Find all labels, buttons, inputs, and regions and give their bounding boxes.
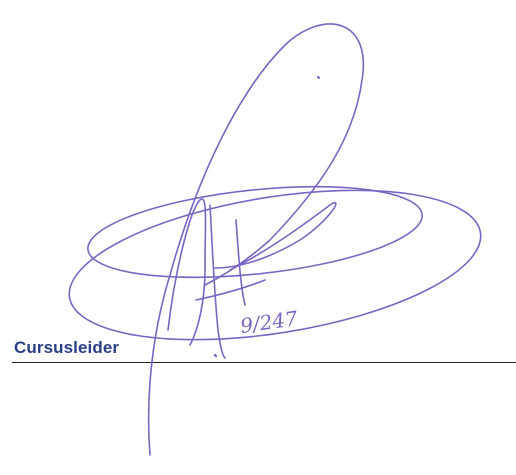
signature-stroke-initial-2 [235, 219, 246, 306]
signature-annotation: 9/247 [239, 306, 300, 338]
signature-stroke-tall-inner [167, 198, 207, 346]
role-label: Cursusleider [14, 338, 120, 357]
signature-stroke-outer-ellipse [68, 189, 482, 341]
signature-stroke-swoosh [214, 202, 337, 271]
signature-line [12, 362, 516, 363]
signature-stroke-tall-loop [147, 23, 365, 456]
signature-stroke-initial-3 [195, 279, 266, 301]
signature-dot-2 [213, 353, 218, 358]
signature-stroke-initial-1 [209, 204, 226, 359]
signature-stroke-inner-ellipse [87, 185, 423, 279]
signature-dot [316, 75, 321, 80]
